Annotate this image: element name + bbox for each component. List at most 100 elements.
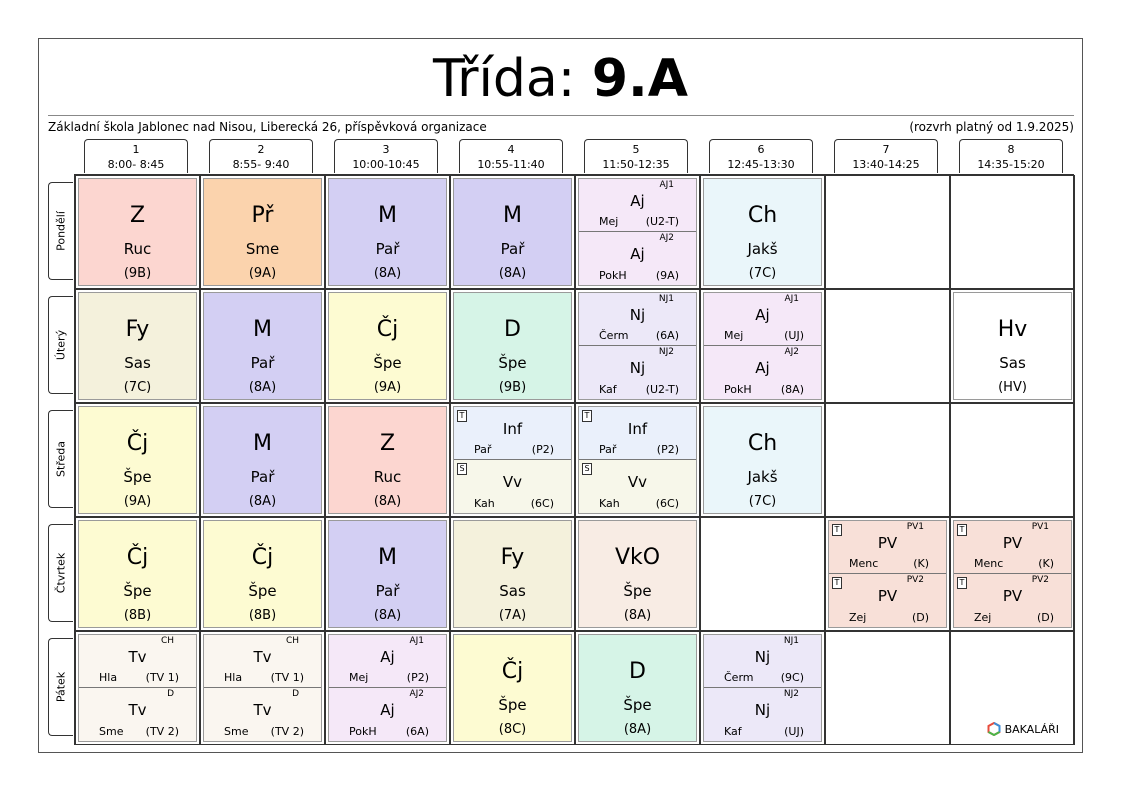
schedule-validity: (rozvrh platný od 1.9.2025)	[909, 120, 1074, 134]
period-header: 6 12:45-13:30	[709, 139, 813, 173]
room-label: (9B)	[123, 266, 152, 281]
lesson-type-marker: T	[832, 524, 842, 536]
timetable-cell[interactable]	[950, 175, 1075, 289]
lesson-type-marker: T	[832, 577, 842, 589]
subject-label: Čj	[126, 545, 149, 570]
room-label: (9A)	[373, 380, 402, 395]
subject-label: PV	[1002, 587, 1023, 605]
day-header: Středa	[48, 410, 73, 508]
room-label: (9A)	[655, 269, 679, 282]
subject-label: Aj	[380, 701, 395, 719]
room-label: (TV 2)	[270, 725, 304, 738]
teacher-label: Špe	[498, 354, 527, 372]
teacher-label: Pař	[599, 443, 617, 456]
group-label: PV2	[1031, 575, 1049, 585]
room-label: (9C)	[780, 671, 804, 684]
timetable-cell[interactable]	[950, 631, 1075, 745]
room-label: (6A)	[405, 725, 429, 738]
timetable-cell[interactable]	[825, 403, 950, 517]
room-label: (U2-T)	[645, 215, 679, 228]
teacher-label: Kaf	[599, 383, 617, 396]
period-number: 5	[632, 143, 640, 156]
lesson-type-marker: T	[457, 410, 467, 422]
room-label: (TV 1)	[270, 671, 304, 684]
timetable-cell[interactable]	[825, 289, 950, 403]
period-time: 12:45-13:30	[727, 158, 795, 171]
day-header: Úterý	[48, 296, 73, 394]
period-number: 7	[882, 143, 890, 156]
period-number: 6	[757, 143, 765, 156]
room-label: (8B)	[248, 608, 277, 623]
room-label: (P2)	[531, 443, 554, 456]
teacher-label: Menc	[974, 557, 1004, 570]
subject-label: Př	[251, 203, 274, 228]
day-header: Pondělí	[48, 182, 73, 280]
timetable-cell[interactable]	[825, 631, 950, 745]
group-label: NJ2	[783, 689, 799, 699]
timetable-cell[interactable]	[825, 175, 950, 289]
room-label: (8A)	[498, 266, 527, 281]
period-time: 8:55- 9:40	[232, 158, 290, 171]
timetable-cell[interactable]	[950, 403, 1075, 517]
room-label: (8A)	[248, 380, 277, 395]
teacher-label: Sme	[99, 725, 124, 738]
room-label: (U2-T)	[645, 383, 679, 396]
room-label: (8A)	[373, 494, 402, 509]
room-label: (9A)	[123, 494, 152, 509]
room-label: (8A)	[248, 494, 277, 509]
school-name: Základní škola Jablonec nad Nisou, Liber…	[48, 120, 487, 134]
teacher-label: Zej	[974, 611, 992, 624]
teacher-label: Čerm	[724, 671, 754, 684]
timetable-cell[interactable]	[700, 517, 825, 631]
subject-label: Čj	[126, 431, 149, 456]
room-label: (7C)	[123, 380, 152, 395]
group-label: PV1	[906, 522, 924, 532]
teacher-label: Mej	[349, 671, 369, 684]
period-number: 3	[382, 143, 390, 156]
teacher-label: Pař	[250, 354, 275, 372]
